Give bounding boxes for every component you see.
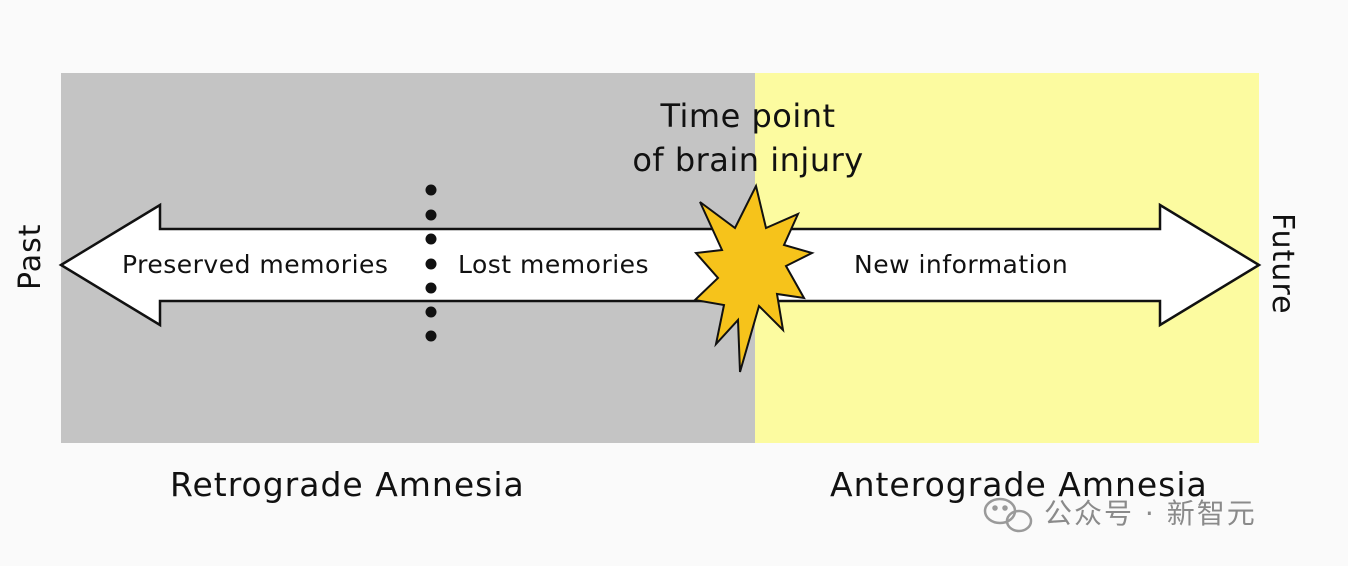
lost-memories-label: Lost memories: [458, 250, 650, 279]
title-line-1: Time point: [660, 97, 836, 135]
starburst-icon: [692, 183, 815, 373]
anterograde-amnesia-label: Anterograde Amnesia: [830, 465, 1208, 504]
preserved-memories-label: Preserved memories: [122, 250, 389, 279]
dotted-divider: [425, 184, 437, 342]
future-label: Future: [1265, 213, 1300, 315]
watermark-text: 公众号 · 新智元: [1044, 497, 1257, 530]
injury-time-point-title: Time point of brain injury: [598, 94, 898, 182]
wechat-icon: [983, 497, 1033, 533]
past-label: Past: [13, 223, 48, 290]
new-information-label: New information: [854, 250, 1069, 279]
title-line-2: of brain injury: [632, 141, 864, 180]
timeline-double-arrow: [58, 202, 1262, 328]
retrograde-amnesia-label: Retrograde Amnesia: [170, 465, 525, 504]
